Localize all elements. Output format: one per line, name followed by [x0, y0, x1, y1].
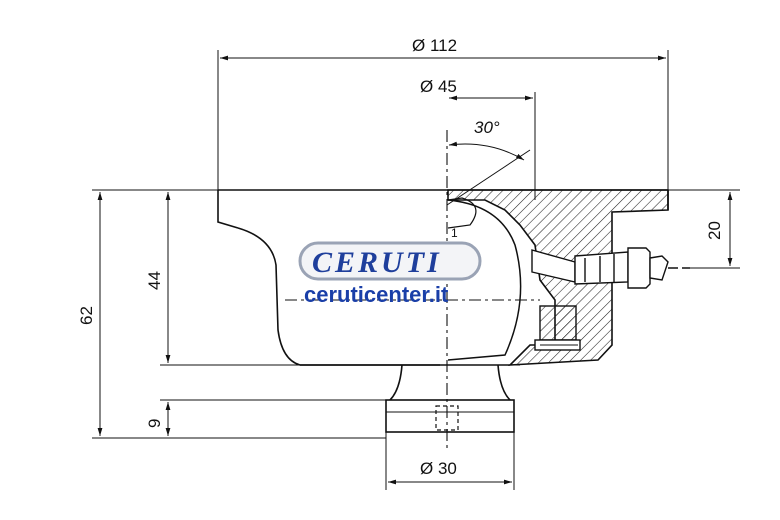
part-callout: 1 [451, 226, 458, 240]
dim-body-height: 44 [145, 192, 300, 366]
dim-angle: 30° [446, 118, 531, 206]
ball [300, 197, 522, 366]
dim-base-height: 9 [145, 399, 386, 436]
dim-overall-diameter: Ø 112 [217, 36, 669, 190]
dim-total-height: 62 [77, 189, 386, 439]
watermark-site: ceruticenter.it [304, 282, 449, 307]
dim-base-height-label: 9 [145, 419, 164, 428]
dim-body-height-label: 44 [145, 271, 164, 290]
dim-base-diameter: Ø 30 [385, 432, 515, 490]
watermark: CERUTI ceruticenter.it [298, 241, 482, 307]
dim-overall-diameter-label: Ø 112 [412, 36, 457, 55]
dim-total-height-label: 62 [77, 306, 96, 325]
grease-nipple [574, 247, 690, 289]
dim-ball-diameter-label: Ø 45 [420, 77, 457, 96]
dim-ball-diameter: Ø 45 [420, 77, 536, 200]
dim-top-thickness-label: 20 [705, 221, 724, 240]
center-lines [285, 130, 540, 450]
dim-top-thickness: 20 [668, 189, 740, 269]
sectioned-half [447, 189, 669, 366]
dim-angle-label: 30° [474, 118, 500, 137]
dim-base-diameter-label: Ø 30 [420, 459, 457, 478]
watermark-brand: CERUTI [312, 246, 442, 279]
watermark-frame [298, 241, 482, 281]
